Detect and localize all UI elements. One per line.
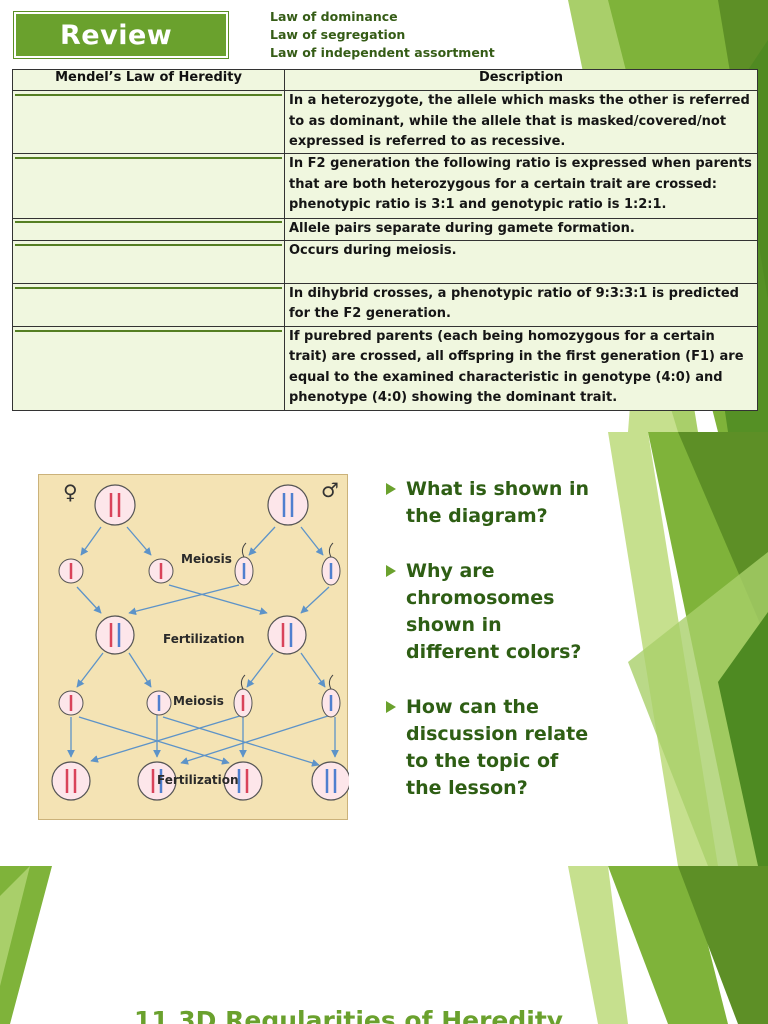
description-cell: Occurs during meiosis. (284, 239, 758, 284)
table-row: If purebred parents (each being homozygo… (12, 325, 758, 411)
table-row: Allele pairs separate during gamete form… (12, 218, 758, 241)
answer-placeholder-box[interactable] (15, 157, 282, 159)
meiosis-fertilization-diagram: ♀ ♂ (51, 478, 351, 801)
gamete-cells-row2 (58, 674, 341, 718)
slide-title-text: 11.3D Regularities of Heredity (134, 1006, 564, 1024)
law-item: Law of independent assortment (270, 45, 495, 60)
answer-placeholder-box[interactable] (15, 94, 282, 96)
answer-placeholder-box[interactable] (15, 286, 282, 289)
male-symbol: ♂ (321, 478, 339, 502)
parent-cells (94, 484, 309, 526)
offspring-cells (51, 761, 351, 801)
description-cell: If purebred parents (each being homozygo… (284, 325, 758, 411)
table-row: In a heterozygote, the allele which mask… (12, 90, 758, 154)
column-header-law: Mendel’s Law of Heredity (12, 69, 285, 91)
female-symbol: ♀ (63, 480, 78, 504)
table-row: In F2 generation the following ratio is … (12, 153, 758, 219)
question-item: Why are chromosomes shown in different c… (384, 558, 599, 666)
label-meiosis: Meiosis (173, 694, 224, 708)
law-item: Law of segregation (270, 27, 406, 42)
answer-placeholder-box[interactable] (15, 221, 282, 223)
table-row: In dihybrid crosses, a phenotypic ratio … (12, 282, 758, 327)
green-stripes-decoration (568, 866, 768, 1024)
review-badge: Review (13, 11, 229, 59)
slide-review: Review Law of dominance Law of segregati… (0, 0, 768, 432)
description-cell: In a heterozygote, the allele which mask… (284, 90, 758, 154)
description-cell: In dihybrid crosses, a phenotypic ratio … (284, 282, 758, 327)
inheritance-arrows (67, 526, 339, 767)
description-cell: Allele pairs separate during gamete form… (284, 218, 758, 241)
answer-placeholder-box[interactable] (15, 243, 282, 246)
label-fertilization: Fertilization (157, 773, 239, 787)
question-item: How can the discussion relate to the top… (384, 694, 599, 802)
triangle-bullet-icon (386, 483, 396, 495)
triangle-bullet-icon (386, 565, 396, 577)
table-row: Occurs during meiosis. (12, 239, 758, 284)
discussion-questions: What is shown in the diagram? Why are ch… (384, 476, 599, 830)
column-header-description: Description (284, 69, 758, 91)
question-item: What is shown in the diagram? (384, 476, 599, 530)
heredity-diagram: ♀ ♂ (38, 474, 351, 820)
label-fertilization: Fertilization (163, 632, 245, 646)
answer-placeholder-box[interactable] (15, 329, 282, 332)
slide-title: 11.3D Regularities of Heredity (0, 866, 768, 1024)
description-cell: In F2 generation the following ratio is … (284, 153, 758, 219)
gamete-cells-row1 (58, 542, 341, 586)
law-list: Law of dominance Law of segregation Law … (270, 8, 495, 62)
triangle-bullet-icon (386, 701, 396, 713)
slide-diagram-discussion: ♀ ♂ (0, 432, 768, 866)
label-meiosis: Meiosis (181, 552, 232, 566)
table-header-row: Mendel’s Law of Heredity Description (12, 69, 758, 91)
zygote-cells (95, 615, 307, 655)
heredity-table: Mendel’s Law of Heredity Description In … (12, 69, 758, 411)
green-stripes-decoration-left (0, 866, 52, 1024)
law-item: Law of dominance (270, 9, 398, 24)
